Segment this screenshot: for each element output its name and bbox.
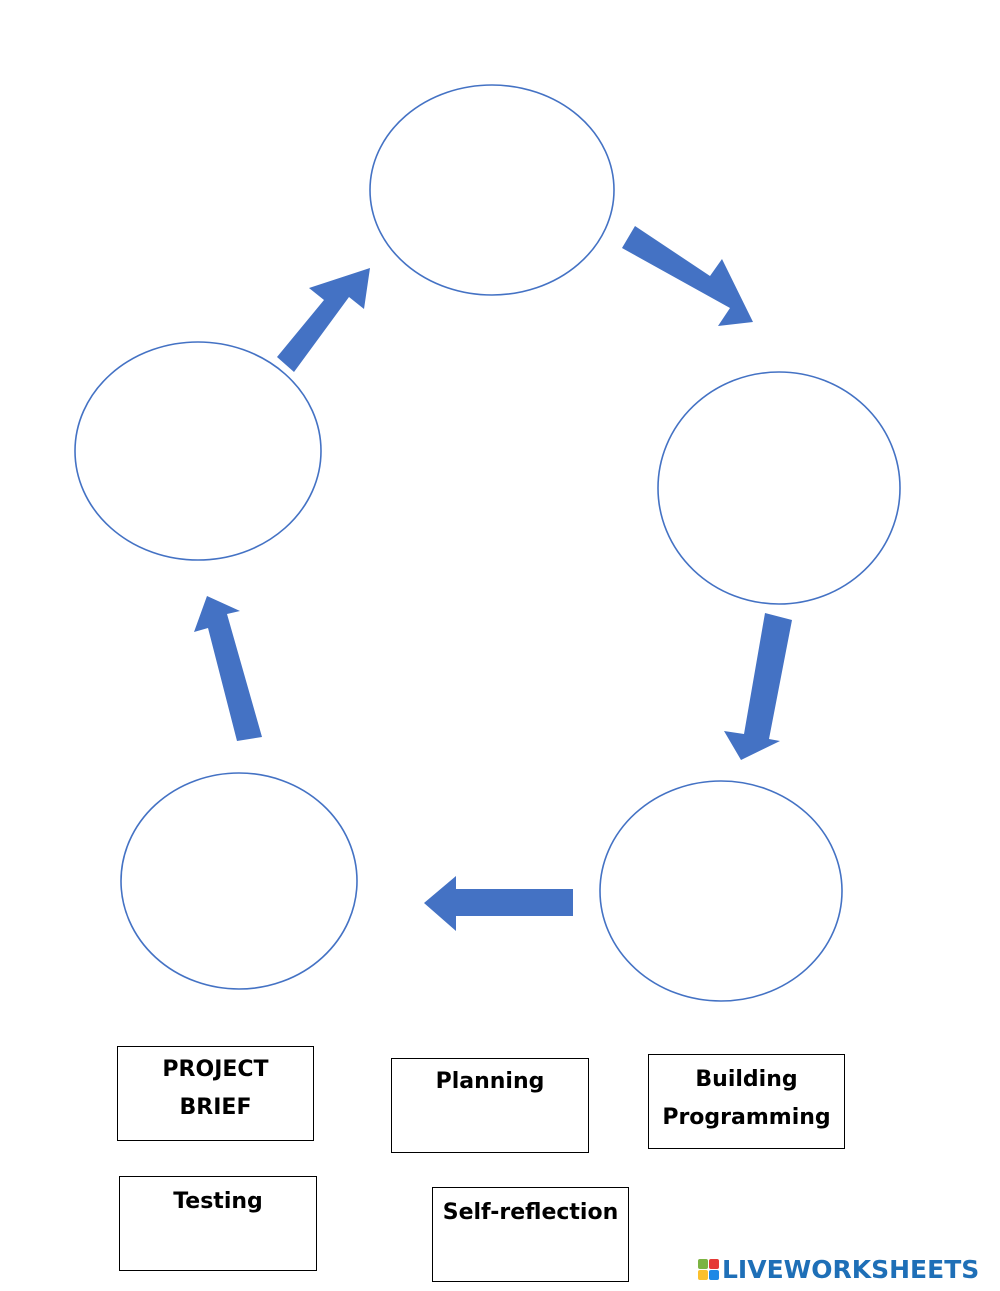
liveworksheets-logo-text: LIVEWORKSHEETS bbox=[722, 1254, 980, 1284]
logo-square-1 bbox=[698, 1258, 708, 1269]
label-testing-text: Testing bbox=[173, 1189, 263, 1214]
arrow-top-to-right bbox=[622, 226, 753, 326]
logo-square-4 bbox=[709, 1269, 719, 1280]
label-project-brief-line-2: BRIEF bbox=[179, 1095, 252, 1120]
circle-bottom-left[interactable] bbox=[120, 772, 358, 990]
arrow-bottom-right-to-bottom-left bbox=[424, 876, 573, 931]
label-project-brief-line-1: PROJECT bbox=[162, 1057, 269, 1082]
logo-square-3 bbox=[698, 1269, 708, 1280]
liveworksheets-logo-icon bbox=[698, 1258, 719, 1280]
label-testing[interactable]: Testing bbox=[119, 1176, 317, 1271]
arrow-right-to-bottom-right bbox=[724, 613, 792, 760]
liveworksheets-logo: LIVEWORKSHEETS bbox=[698, 1254, 979, 1284]
label-project-brief[interactable]: PROJECT BRIEF bbox=[117, 1046, 314, 1141]
logo-square-2 bbox=[709, 1258, 719, 1269]
arrow-bottom-left-to-left bbox=[194, 596, 262, 741]
label-building-line-1: Building bbox=[695, 1067, 798, 1092]
label-building-programming[interactable]: Building Programming bbox=[648, 1054, 845, 1149]
circle-top[interactable] bbox=[369, 84, 615, 296]
circle-bottom-right[interactable] bbox=[599, 780, 843, 1002]
label-building-line-2: Programming bbox=[662, 1105, 831, 1130]
label-self-reflection-text: Self-reflection bbox=[442, 1200, 619, 1225]
circle-right[interactable] bbox=[657, 371, 901, 605]
arrow-left-to-top bbox=[277, 268, 370, 372]
label-planning[interactable]: Planning bbox=[391, 1058, 589, 1153]
circle-left[interactable] bbox=[74, 341, 322, 561]
label-self-reflection[interactable]: Self-reflection bbox=[432, 1187, 629, 1282]
label-planning-text: Planning bbox=[435, 1069, 545, 1094]
